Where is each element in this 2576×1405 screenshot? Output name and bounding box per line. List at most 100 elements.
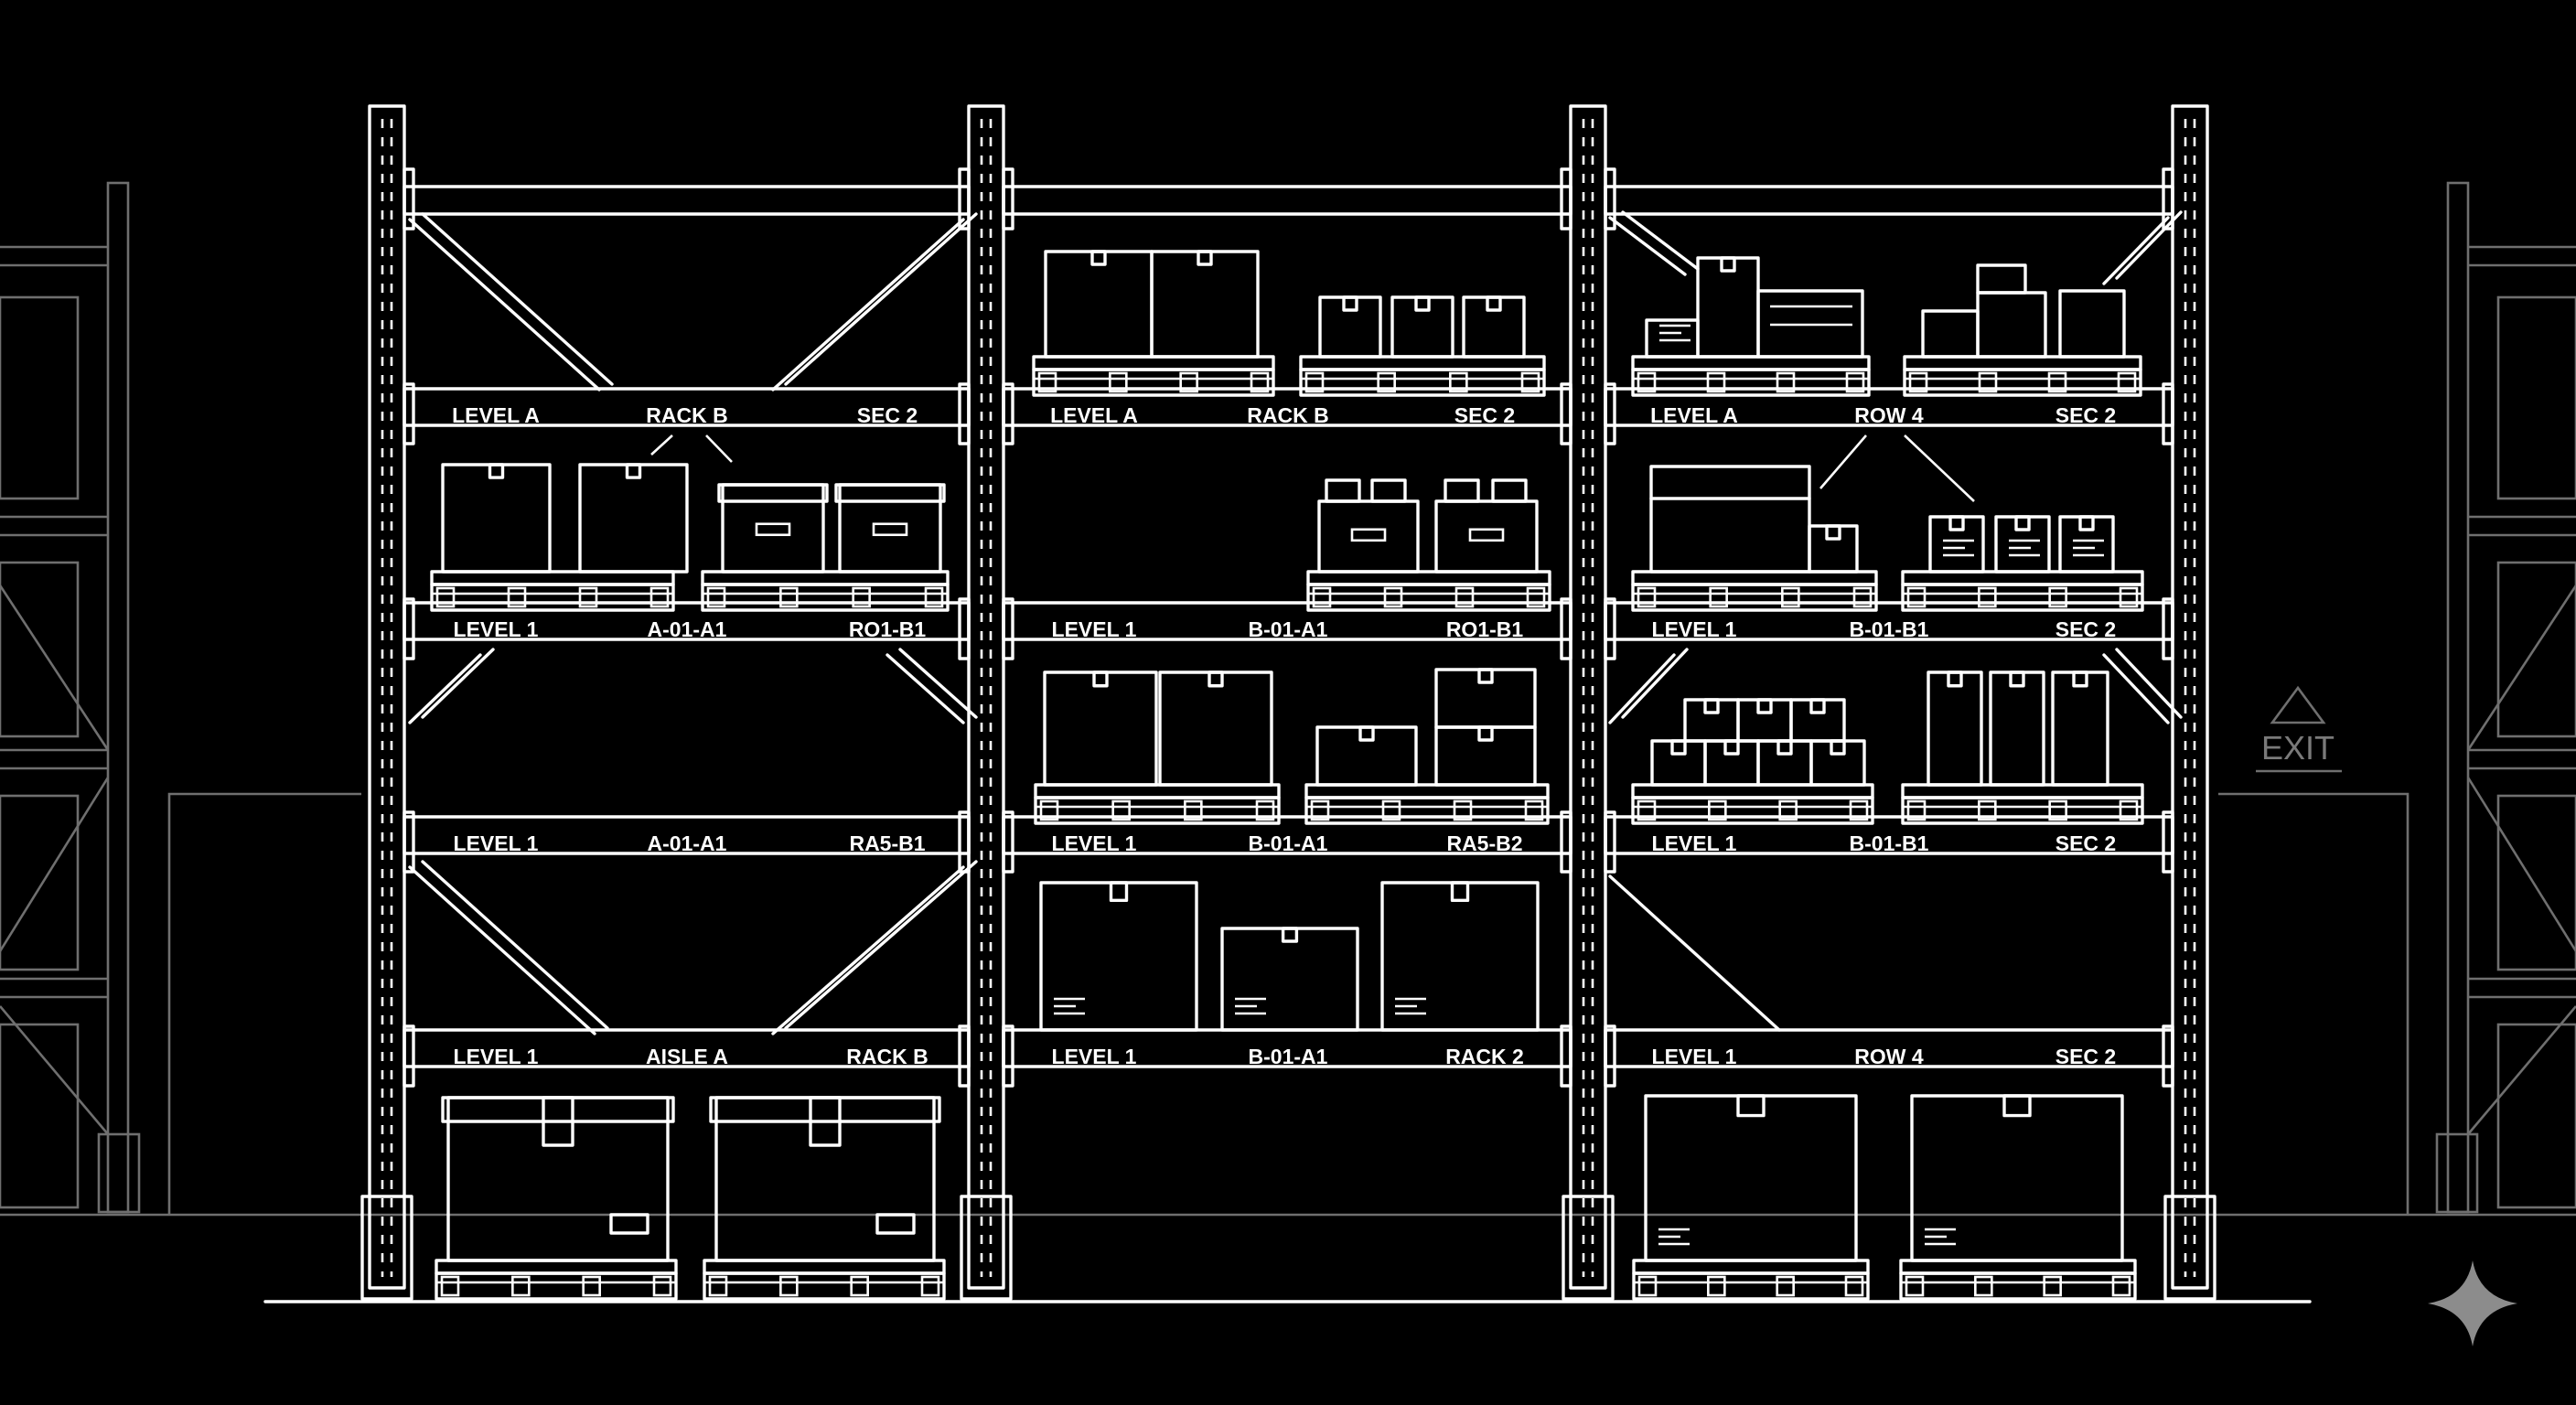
pallet-top-deck (1899, 1259, 2137, 1275)
crate-latch (809, 1096, 842, 1147)
pallet-block (435, 586, 456, 608)
storage-crate (834, 483, 946, 574)
box-tape (488, 463, 505, 479)
cardboard-box (1928, 515, 1985, 574)
pallet-base (1903, 368, 2142, 397)
background-brace (0, 777, 110, 952)
pallet-base (701, 583, 950, 612)
sparkle-icon (2428, 1260, 2517, 1346)
pallet-block (1781, 586, 1800, 608)
pallet (1899, 1259, 2137, 1301)
box-tape (1720, 256, 1736, 273)
background-brace (2466, 585, 2576, 751)
diagonal-brace (2102, 653, 2170, 724)
background-bay (0, 1023, 80, 1209)
beam-connector (1560, 167, 1572, 231)
pallet-block (578, 586, 598, 608)
pallet-base (1901, 583, 2144, 612)
pallet-top-deck (1631, 355, 1871, 371)
upright-post (967, 104, 1005, 1290)
pallet-block (2047, 371, 2067, 393)
pallet (1903, 355, 2142, 397)
diagonal-brace (1621, 210, 1700, 271)
cardboard-box (1808, 524, 1859, 574)
pallet-base (1304, 796, 1550, 825)
box-tape (1342, 295, 1358, 312)
beam-connector (958, 597, 971, 660)
diagonal-brace (771, 865, 965, 1035)
background-bay (2496, 1023, 2576, 1209)
background-bay (2496, 295, 2576, 500)
diagonal-brace (898, 648, 978, 719)
pallet-top-deck (1306, 570, 1551, 586)
crate-lid (441, 1096, 675, 1123)
pallet-block (1776, 371, 1796, 393)
shelf-label: RACK B (1247, 403, 1328, 427)
exit-sign-text: EXIT (2261, 729, 2334, 767)
pallet-block (850, 1275, 869, 1297)
crate-tag (609, 1213, 649, 1235)
beam-connector (1002, 382, 1014, 445)
box-tape (1825, 524, 1841, 541)
pallet-base (430, 583, 675, 612)
diagonal-brace (421, 648, 495, 719)
pallet-base (1899, 1271, 2137, 1301)
beam-connector (2162, 1024, 2174, 1088)
shelf-label: LEVEL 1 (1652, 1045, 1737, 1068)
box-tape (1736, 1094, 1766, 1118)
pallet-block (779, 586, 799, 608)
label-connector (650, 434, 673, 456)
cardboard-box (1809, 739, 1866, 787)
box-body (1220, 927, 1359, 1032)
box-tape (1947, 670, 1963, 688)
box-tape (1208, 670, 1224, 688)
label-connector (1819, 434, 1867, 489)
cardboard-box (1158, 670, 1273, 787)
background-brace (2467, 1005, 2576, 1135)
shelf-label: LEVEL 1 (1652, 831, 1737, 855)
cardboard-box (1927, 670, 1983, 787)
pallet-block (1852, 586, 1873, 608)
box-body (1158, 670, 1273, 787)
pallet-top-deck (1032, 355, 1275, 371)
box-tape (1670, 739, 1687, 756)
box-tape (1723, 739, 1740, 756)
box-body (1318, 295, 1382, 359)
box-tape (1477, 668, 1494, 684)
pallet-base (1632, 1271, 1870, 1301)
diagonal-brace (1621, 648, 1689, 719)
box-tape (1776, 739, 1793, 756)
box-tape (2078, 515, 2095, 531)
crate-lid (717, 483, 829, 503)
pallet (430, 570, 675, 612)
shelf-label: A-01-A1 (648, 617, 727, 641)
pallet-top-deck (1299, 355, 1546, 371)
shelf-label: LEVEL 1 (454, 831, 539, 855)
cardboard-box (1220, 927, 1359, 1032)
background-walls (0, 792, 2576, 1217)
diagonal-brace (421, 860, 609, 1030)
shelf-label: LEVEL 1 (1652, 617, 1737, 641)
box-tape (1109, 881, 1129, 903)
pallet-block (1449, 371, 1468, 393)
pallet (1304, 783, 1550, 825)
diagonal-brace (2102, 216, 2170, 285)
pallet (1631, 355, 1871, 397)
pallet-top-deck (703, 1259, 946, 1275)
pallet-top-deck (1632, 1259, 1870, 1275)
storage-crate (717, 483, 829, 574)
cardboard-box (1644, 1094, 1858, 1262)
pallet (1901, 783, 2144, 825)
upright-footplate (2163, 1195, 2216, 1301)
pallet-block (440, 1275, 460, 1297)
box-tape (2002, 1094, 2032, 1118)
shelf-label: LEVEL 1 (1052, 617, 1137, 641)
cardboard-box (1994, 515, 2051, 574)
pallet-block (1707, 1275, 1726, 1297)
pallet-top-deck (1304, 783, 1550, 799)
pallet-block (1637, 371, 1657, 393)
pallet-block (2119, 586, 2139, 608)
pallet-block (1037, 371, 1057, 393)
box-body (1390, 295, 1454, 359)
